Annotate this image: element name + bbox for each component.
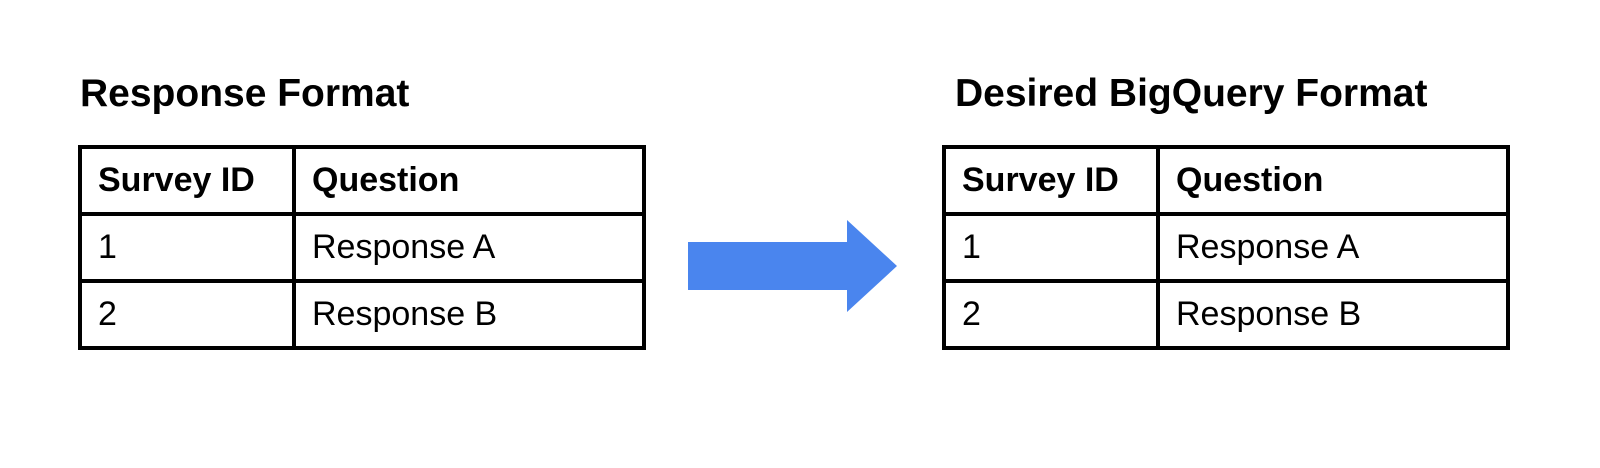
survey-id-cell: 2 — [78, 279, 296, 350]
question-cell: Response A — [292, 212, 646, 283]
transform-arrow-icon — [688, 220, 897, 312]
survey-id-cell: 1 — [78, 212, 296, 283]
question-cell: Response B — [1156, 279, 1510, 350]
table-header-row: Survey ID Question — [942, 145, 1510, 216]
response-format-table: Survey ID Question 1 Response A 2 Respon… — [78, 145, 646, 350]
column-header-survey-id: Survey ID — [942, 145, 1160, 216]
table-row: 2 Response B — [78, 279, 646, 350]
table-row: 1 Response A — [942, 212, 1510, 283]
table-header-row: Survey ID Question — [78, 145, 646, 216]
column-header-question: Question — [1156, 145, 1510, 216]
table-row: 1 Response A — [78, 212, 646, 283]
question-cell: Response A — [1156, 212, 1510, 283]
column-header-survey-id: Survey ID — [78, 145, 296, 216]
right-arrow-shape — [688, 220, 897, 312]
survey-id-cell: 1 — [942, 212, 1160, 283]
table-row: 2 Response B — [942, 279, 1510, 350]
response-format-title: Response Format — [80, 72, 410, 115]
survey-id-cell: 2 — [942, 279, 1160, 350]
desired-bigquery-format-title: Desired BigQuery Format — [955, 72, 1428, 115]
question-cell: Response B — [292, 279, 646, 350]
desired-bigquery-format-table: Survey ID Question 1 Response A 2 Respon… — [942, 145, 1510, 350]
column-header-question: Question — [292, 145, 646, 216]
